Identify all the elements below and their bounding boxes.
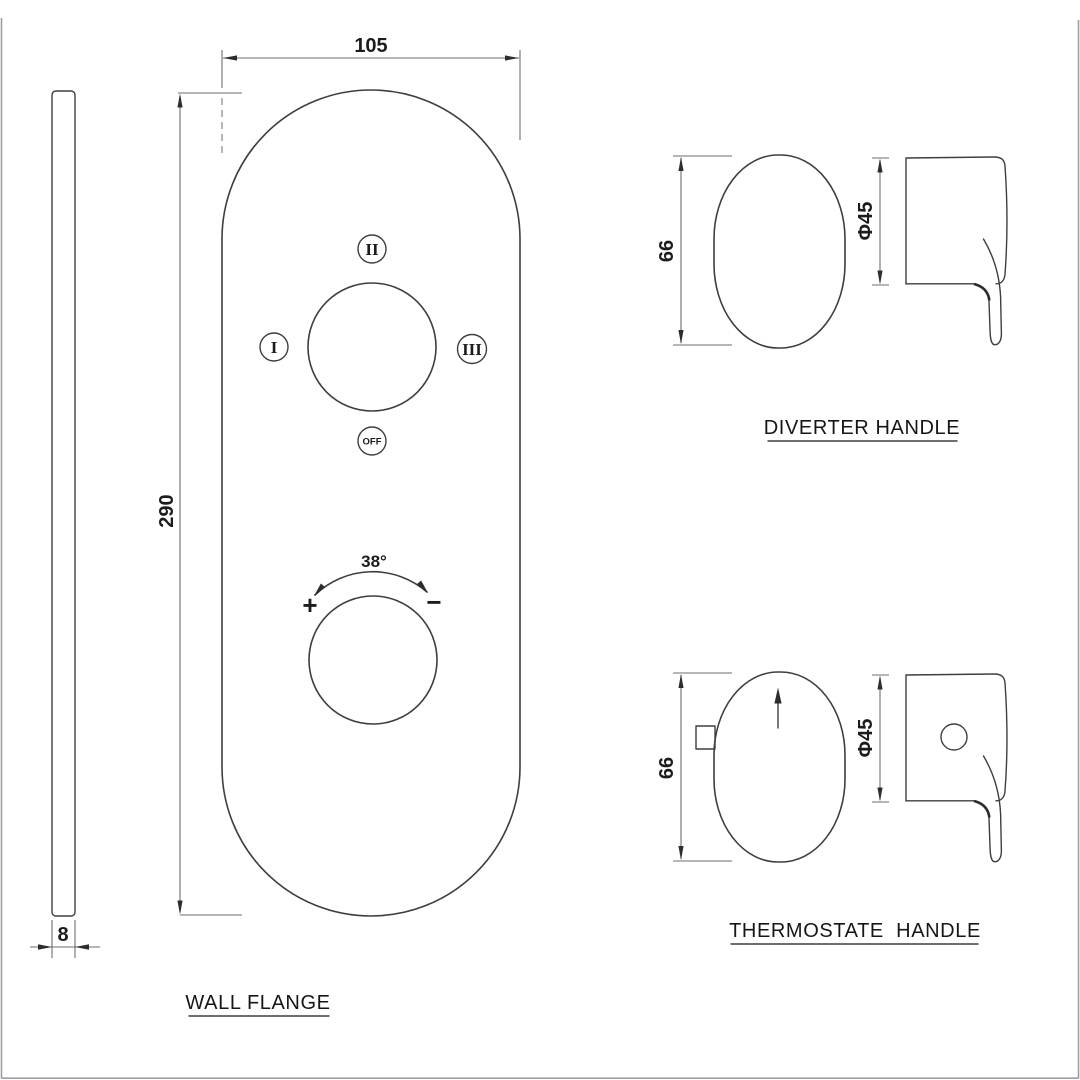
position-OFF-circle (357, 426, 387, 456)
thickness-dim-text: 8 (57, 924, 68, 946)
thermostate-screw-hole (940, 723, 968, 751)
diverter-dial: II I III OFF (259, 234, 488, 456)
wall-flange-front-view: 105 290 II I III OFF (156, 35, 521, 1017)
position-III-text: III (462, 340, 482, 359)
minus-sign: − (426, 587, 441, 617)
position-I-circle (259, 332, 289, 362)
position-III-circle (456, 333, 488, 365)
sheet-frame (0, 18, 1080, 1079)
diverter-dial-circle (307, 282, 437, 412)
thermostate-indicator-arrow (774, 687, 782, 729)
thermostate-dimension-66: 66 (656, 672, 732, 862)
thermostate-height-dim-text: 66 (656, 757, 678, 779)
flange-side-profile (51, 90, 76, 917)
diverter-dimension-66: 66 (656, 155, 732, 346)
dimension-height-290: 290 (156, 92, 242, 916)
wall-flange-label: WALL FLANGE (185, 992, 330, 1014)
height-dim-text: 290 (156, 494, 178, 527)
thermostate-handle-front (713, 671, 846, 863)
thermostat-dial: 38° + − (302, 552, 442, 725)
wall-flange-side-view: 8 (30, 90, 100, 958)
thermostate-tab (695, 725, 716, 750)
rotation-arc (314, 570, 428, 596)
arc-arrow-left (314, 583, 326, 596)
position-I-text: I (271, 338, 278, 357)
dimension-thickness-8: 8 (30, 920, 100, 958)
diverter-height-dim-text: 66 (656, 240, 678, 262)
thermostate-handle-views: 66 Φ45 THERMOSTATE HANDLE (656, 671, 1008, 945)
thermostate-dimension-d45: Φ45 (855, 674, 889, 803)
diverter-handle-views: 66 Φ45 DIVERTER HANDLE (656, 154, 1008, 442)
position-II-circle (357, 234, 387, 264)
position-OFF-text: OFF (363, 437, 382, 448)
flange-outline (221, 89, 521, 917)
thermostate-handle-label: THERMOSTATE HANDLE (729, 920, 981, 942)
diverter-handle-label: DIVERTER HANDLE (764, 417, 960, 439)
thermostate-handle-side-profile (905, 673, 1008, 863)
diverter-diameter-dim-text: Φ45 (855, 202, 877, 241)
angle-dim-text: 38° (361, 552, 387, 571)
position-II-text: II (365, 240, 379, 259)
arc-arrow-right (416, 580, 428, 593)
diverter-handle-front (713, 154, 846, 349)
thermostat-dial-circle (308, 595, 438, 725)
width-dim-text: 105 (354, 35, 387, 57)
diverter-handle-side-profile (905, 156, 1008, 346)
thermostate-diameter-dim-text: Φ45 (855, 719, 877, 758)
diverter-dimension-d45: Φ45 (855, 157, 889, 286)
plus-sign: + (302, 590, 317, 620)
dimension-width-105: 105 (221, 35, 521, 156)
